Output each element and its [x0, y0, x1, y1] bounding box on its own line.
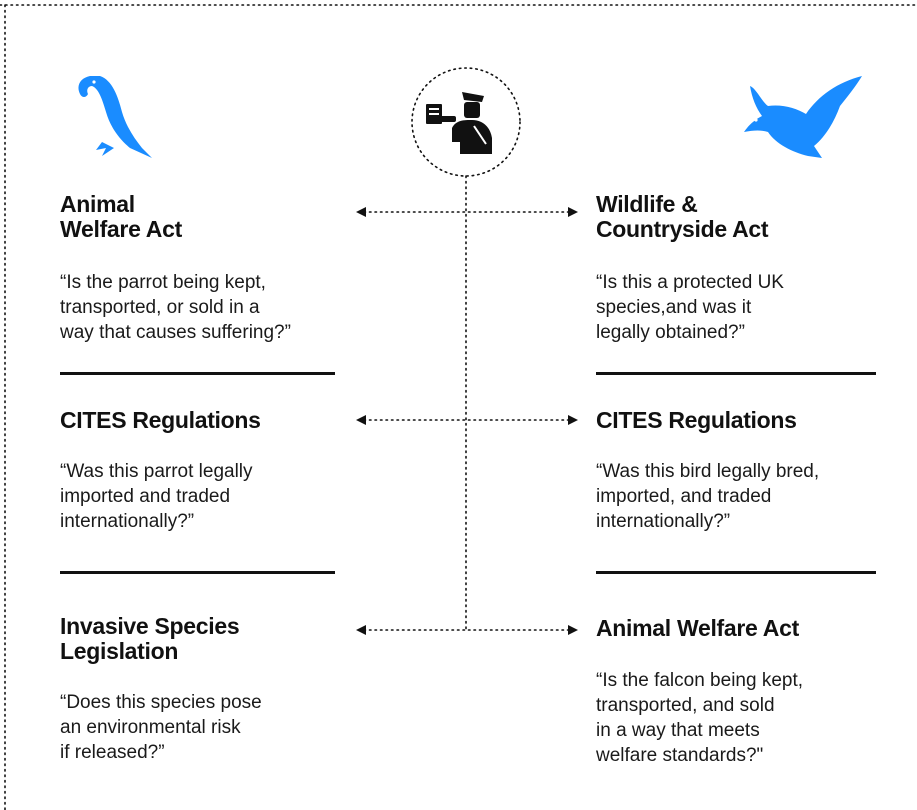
arrowhead-left-2	[356, 415, 366, 425]
left-divider-2	[60, 571, 335, 574]
arrowhead-left-1	[356, 207, 366, 217]
left-2-title: CITES Regulations	[60, 407, 261, 433]
left-1-quote: “Is the parrot being kept, transported, …	[60, 272, 291, 343]
parrot-icon	[78, 76, 152, 158]
right-2-quote: “Was this bird legally bred, imported, a…	[596, 461, 820, 532]
right-divider-1	[596, 372, 876, 375]
falcon-icon	[744, 76, 862, 158]
right-divider-2	[596, 571, 876, 574]
left-2-quote: “Was this parrot legally imported and tr…	[60, 461, 253, 532]
right-3-quote: “Is the falcon being kept, transported, …	[596, 670, 804, 766]
right-1-title: Wildlife &Countryside Act	[596, 191, 769, 242]
right-block-animal-welfare: Animal Welfare Act “Is the falcon being …	[596, 616, 896, 768]
right-2-title: CITES Regulations	[596, 407, 797, 433]
arrowhead-right-2	[568, 415, 578, 425]
right-1-quote: “Is this a protected UK species,and was …	[596, 272, 784, 343]
left-divider-1	[60, 372, 335, 375]
right-block-wildlife: Wildlife &Countryside Act “Is this a pro…	[596, 192, 896, 345]
arrowhead-right-3	[568, 625, 578, 635]
arrowhead-left-3	[356, 625, 366, 635]
left-3-quote: “Does this species pose an environmental…	[60, 692, 262, 763]
right-block-cites: CITES Regulations “Was this bird legally…	[596, 408, 896, 534]
left-block-cites: CITES Regulations “Was this parrot legal…	[60, 408, 350, 534]
customs-officer-icon	[426, 92, 492, 154]
arrowhead-right-1	[568, 207, 578, 217]
right-3-title: Animal Welfare Act	[596, 615, 799, 641]
